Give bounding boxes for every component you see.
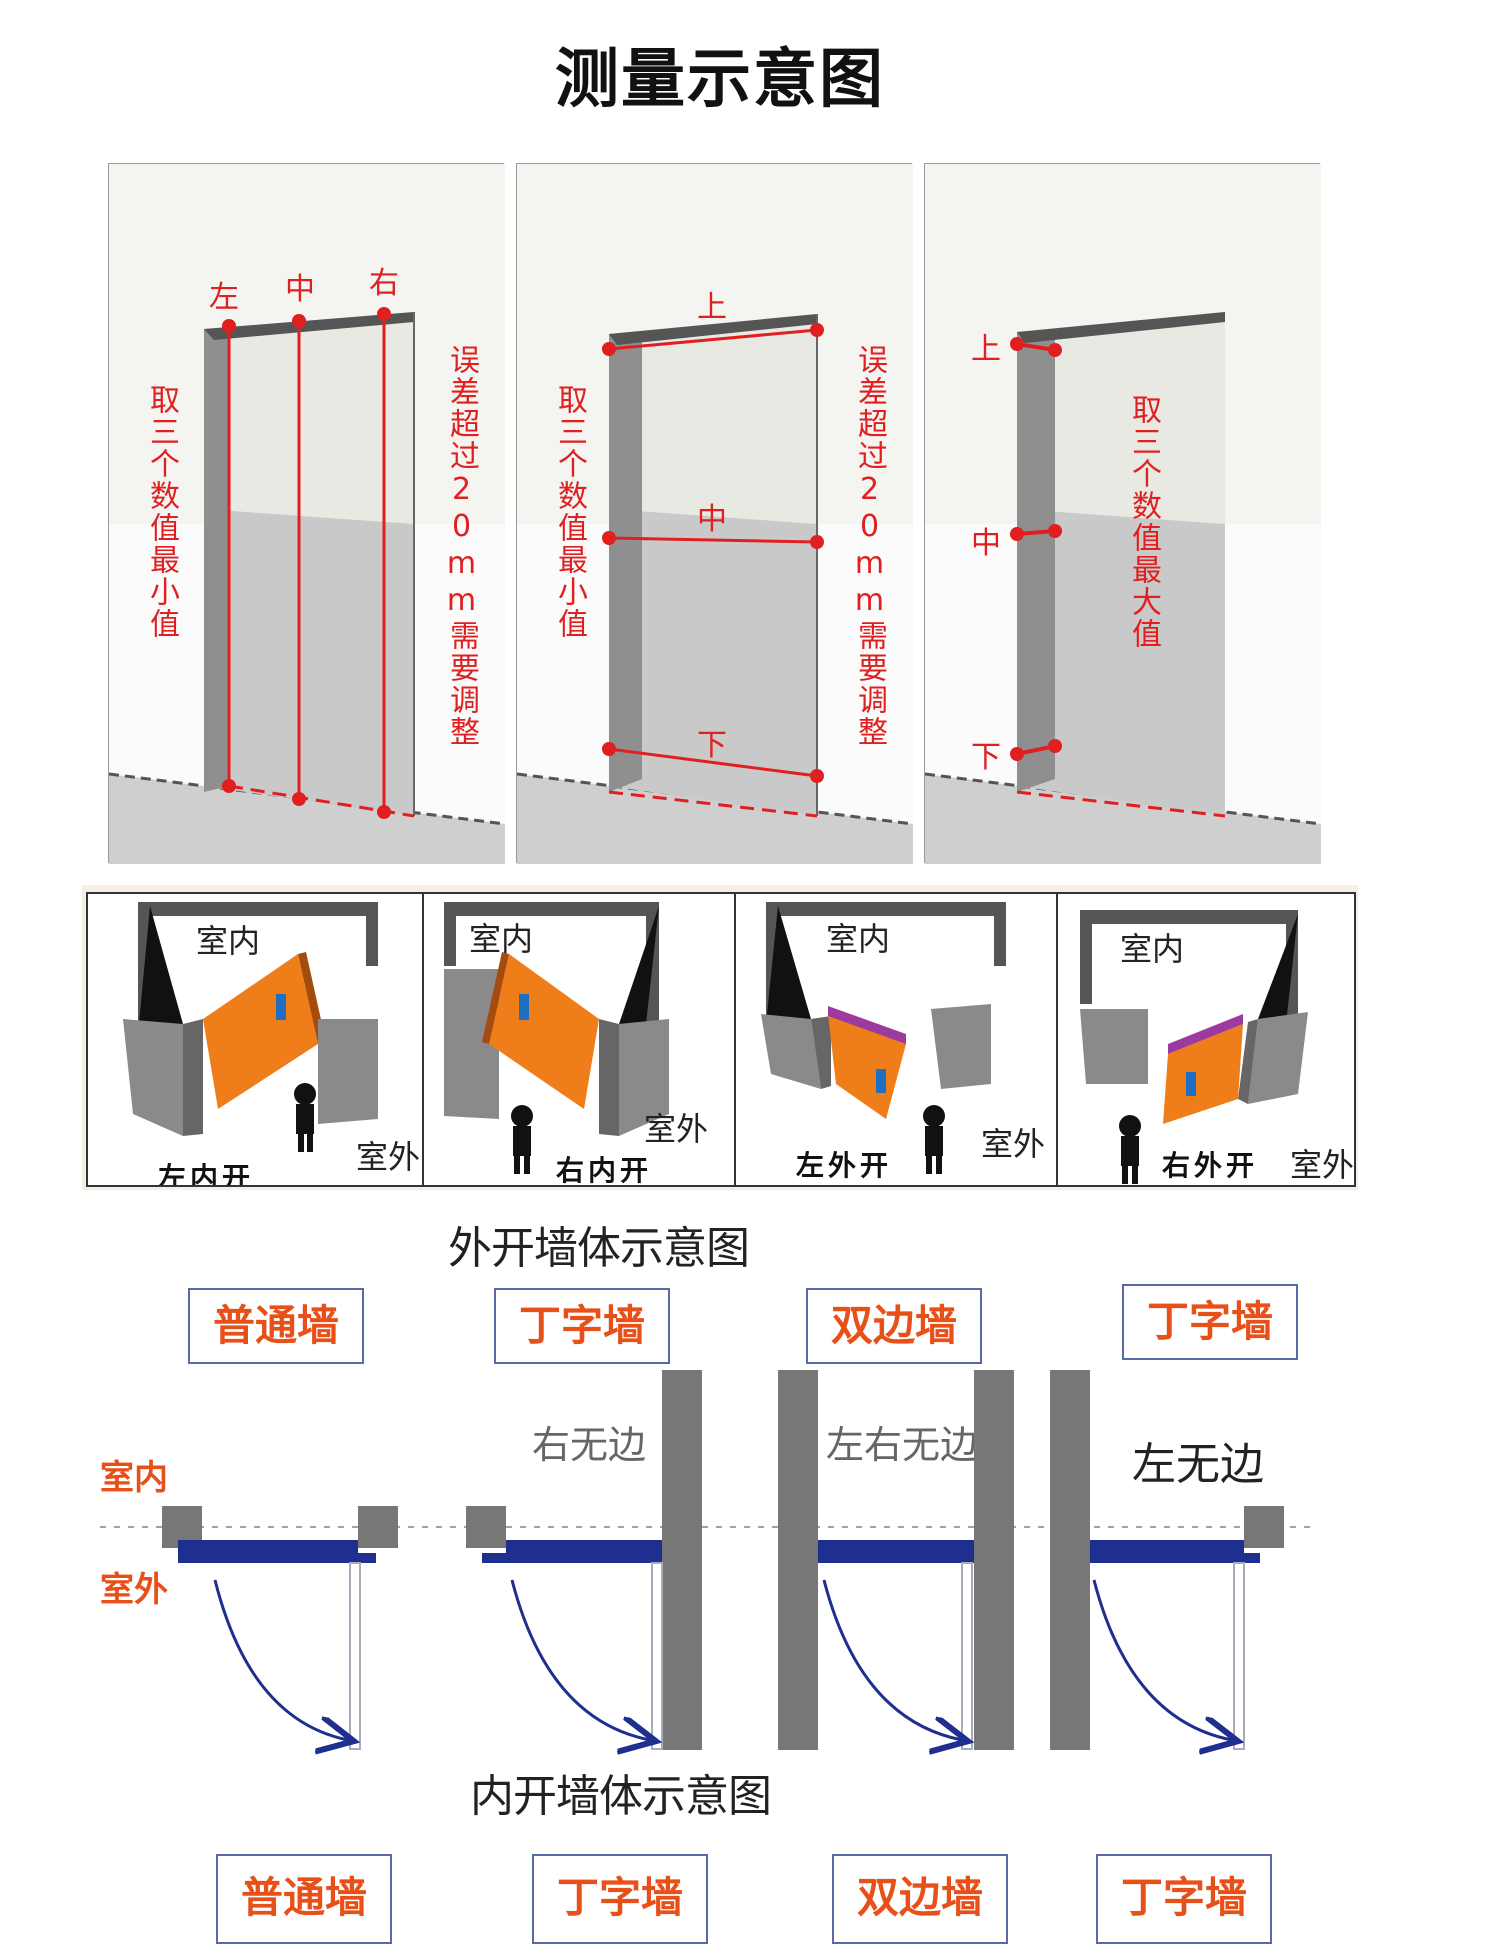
- wall-type-t-right: 丁字墙: [532, 1854, 708, 1944]
- wall-type-plain: 普通墙: [216, 1854, 392, 1944]
- note-left-no-edge: 左无边: [1132, 1439, 1264, 1490]
- opening-type-name: 右内开: [556, 1154, 653, 1187]
- wall-type-t-right: 丁字墙: [494, 1288, 670, 1364]
- wall-type-plain: 普通墙: [188, 1288, 364, 1364]
- label-bottom: 下: [971, 740, 1001, 775]
- outward-wall-diagrams: [100, 1370, 1310, 1760]
- outdoor-label: 室外: [1290, 1146, 1355, 1184]
- outdoor-side-label: 室外: [100, 1570, 168, 1610]
- label-middle: 中: [285, 272, 315, 307]
- outdoor-label: 室外: [356, 1138, 421, 1176]
- opening-left-inward: 室内 室外 左内开: [86, 892, 424, 1187]
- wall-type-t-left: 丁字墙: [1122, 1284, 1298, 1360]
- label-middle: 中: [971, 526, 1001, 561]
- inward-section-title: 内开墙体示意图: [470, 1771, 772, 1822]
- wall-type-double: 双边墙: [806, 1288, 982, 1364]
- opening-right-outward: 室内 右外开 室外: [1056, 892, 1356, 1187]
- wall-type-double: 双边墙: [832, 1854, 1008, 1944]
- note-min-value: 取三个数值最小值: [144, 384, 179, 640]
- outward-section-title: 外开墙体示意图: [448, 1223, 750, 1274]
- indoor-label: 室内: [469, 920, 534, 958]
- label-right: 右: [369, 266, 399, 301]
- measure-panel-thickness: 上 中 下 取三个数值最大值: [924, 163, 1321, 864]
- note-tolerance: 误差超过20mm需要调整: [444, 344, 479, 748]
- measure-panel-width: 左 中 右 取三个数值最小值 误差超过20mm需要调整: [108, 163, 505, 864]
- label-bottom: 下: [697, 728, 727, 763]
- label-left: 左: [209, 280, 239, 315]
- wall-type-t-left: 丁字墙: [1096, 1854, 1272, 1944]
- opening-type-name: 左内开: [158, 1161, 255, 1187]
- indoor-side-label: 室内: [100, 1458, 168, 1498]
- indoor-label: 室内: [1120, 930, 1185, 968]
- page-title: 测量示意图: [555, 43, 885, 117]
- opening-right-inward: 室内 室外 右内开: [424, 892, 736, 1187]
- measure-panel-height: 上 中 下 取三个数值最小值 误差超过20mm需要调整: [516, 163, 913, 864]
- indoor-label: 室内: [826, 920, 891, 958]
- outdoor-label: 室外: [644, 1110, 709, 1148]
- opening-left-outward: 室内 室外 左外开: [736, 892, 1064, 1187]
- indoor-label: 室内: [196, 922, 261, 960]
- note-tolerance: 误差超过20mm需要调整: [852, 344, 887, 748]
- note-right-no-edge: 右无边: [532, 1423, 647, 1467]
- note-min-value: 取三个数值最小值: [552, 384, 587, 640]
- label-top: 上: [971, 332, 1001, 367]
- opening-type-name: 右外开: [1162, 1149, 1259, 1182]
- label-middle: 中: [697, 502, 727, 537]
- outdoor-label: 室外: [981, 1125, 1046, 1163]
- note-max-value: 取三个数值最大值: [1126, 394, 1161, 650]
- opening-type-name: 左外开: [796, 1149, 893, 1182]
- note-both-no-edge: 左右无边: [826, 1423, 979, 1467]
- label-top: 上: [697, 290, 727, 325]
